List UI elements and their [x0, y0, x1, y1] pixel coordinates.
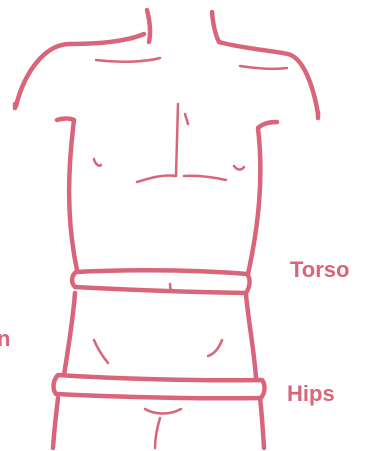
inner-thigh	[155, 418, 160, 448]
pectoral-left	[137, 175, 176, 182]
torso-band	[72, 270, 249, 293]
nipple-right	[234, 166, 244, 170]
hip-side-left	[64, 293, 75, 375]
navel-mark	[170, 284, 173, 292]
sternum-line	[176, 104, 178, 176]
hip-side-right	[246, 295, 256, 378]
chest-mark	[185, 114, 188, 124]
leg-right	[260, 398, 264, 448]
neck-left	[147, 10, 150, 42]
figure-details	[94, 58, 287, 448]
collarbone-right	[240, 66, 287, 69]
hips-band	[54, 375, 265, 398]
crotch-line	[145, 409, 181, 414]
torso-side-left	[57, 119, 77, 271]
torso-side-right	[248, 122, 277, 274]
pectoral-right	[184, 176, 226, 180]
neck-right	[212, 12, 219, 42]
abdomen-line-left	[94, 340, 108, 363]
figure-outline	[15, 10, 318, 448]
abdomen-line-right	[208, 340, 222, 356]
shoulder-right	[219, 42, 318, 114]
hips-label: Hips	[287, 382, 335, 406]
leg-left	[53, 398, 58, 448]
shoulder-left	[16, 34, 144, 106]
nipple-left	[94, 159, 101, 166]
torso-label: Torso	[290, 258, 349, 282]
collarbone-left	[96, 58, 160, 62]
partial-left-label: n	[0, 327, 10, 351]
